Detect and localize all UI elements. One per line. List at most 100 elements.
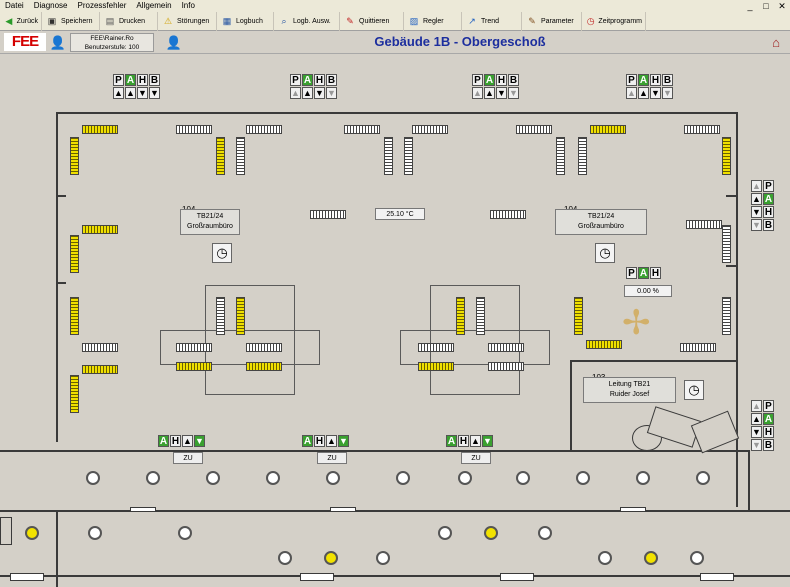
mode-p-button[interactable]: P [472,74,483,86]
mode-a-button[interactable]: A [638,267,649,279]
light-fixture[interactable] [418,343,454,352]
mode-h-button[interactable]: H [650,74,661,86]
home-icon[interactable]: ⌂ [772,35,780,50]
round-light[interactable] [326,471,340,485]
up-arrow-icon[interactable]: ▲ [484,87,495,99]
mode-a-button[interactable]: A [302,74,313,86]
blind-down-icon[interactable]: ▼ [194,435,205,447]
light-fixture[interactable] [82,125,118,134]
light-fixture[interactable] [476,297,485,335]
round-light[interactable] [438,526,452,540]
round-light[interactable] [516,471,530,485]
up-arrow-icon[interactable]: ▲ [751,180,762,192]
mode-h-button[interactable]: H [170,435,181,447]
light-fixture[interactable] [176,125,212,134]
light-fixture[interactable] [82,343,118,352]
round-light[interactable] [146,471,160,485]
mode-b-button[interactable]: B [326,74,337,86]
light-fixture[interactable] [216,297,225,335]
light-fixture[interactable] [404,137,413,175]
light-fixture[interactable] [722,137,731,175]
light-fixture[interactable] [384,137,393,175]
light-fixture[interactable] [586,340,622,349]
mode-b-button[interactable]: B [508,74,519,86]
down-arrow-icon[interactable]: ▼ [662,87,673,99]
close-button[interactable]: ✕ [778,1,786,11]
acknowledge-button[interactable]: ✎ Quittieren [340,12,404,31]
up-arrow-icon[interactable]: ▲ [626,87,637,99]
mode-h-button[interactable]: H [458,435,469,447]
mode-b-button[interactable]: B [149,74,160,86]
faults-button[interactable]: ⚠ Störungen [158,12,217,31]
down-arrow-icon[interactable]: ▼ [650,87,661,99]
round-light[interactable] [696,471,710,485]
light-fixture[interactable] [412,125,448,134]
light-fixture[interactable] [574,297,583,335]
ceiling-fan-icon[interactable]: ✢ [622,304,651,342]
mode-a-button[interactable]: A [302,435,313,447]
mode-a-button[interactable]: A [125,74,136,86]
round-light[interactable] [484,526,498,540]
round-light[interactable] [538,526,552,540]
light-fixture[interactable] [490,210,526,219]
mode-a-button[interactable]: A [446,435,457,447]
blind-up-icon[interactable]: ▲ [470,435,481,447]
round-light[interactable] [644,551,658,565]
login-user-icon[interactable]: 👤 [165,34,183,50]
menu-datei[interactable]: Datei [5,1,24,10]
room-label-104-right[interactable]: TB21/24 Großraumbüro [555,209,647,235]
mode-a-button[interactable]: A [158,435,169,447]
light-fixture[interactable] [82,365,118,374]
round-light[interactable] [206,471,220,485]
mode-b-button[interactable]: B [662,74,673,86]
down-arrow-icon[interactable]: ▼ [314,87,325,99]
room-label-103[interactable]: Leitung TB21 Ruider Josef [583,377,676,403]
down-arrow-icon[interactable]: ▼ [751,426,762,438]
up-arrow-icon[interactable]: ▲ [290,87,301,99]
mode-h-button[interactable]: H [314,435,325,447]
clock-icon[interactable]: ◷ [212,243,232,263]
mode-p-button[interactable]: P [626,74,637,86]
round-light[interactable] [396,471,410,485]
up-arrow-icon[interactable]: ▲ [751,413,762,425]
light-fixture[interactable] [176,362,212,371]
round-light[interactable] [636,471,650,485]
menu-allgemein[interactable]: Allgemein [136,1,172,10]
round-light[interactable] [86,471,100,485]
light-fixture[interactable] [310,210,346,219]
round-light[interactable] [266,471,280,485]
up-arrow-icon[interactable]: ▲ [302,87,313,99]
mode-p-button[interactable]: P [763,180,774,192]
light-fixture[interactable] [216,137,225,175]
light-fixture[interactable] [176,343,212,352]
mode-p-button[interactable]: P [290,74,301,86]
up-arrow-icon[interactable]: ▲ [638,87,649,99]
light-fixture[interactable] [684,125,720,134]
up-arrow-icon[interactable]: ▲ [113,87,124,99]
parameter-button[interactable]: ✎ Parameter [522,12,582,31]
round-light[interactable] [324,551,338,565]
light-fixture[interactable] [70,235,79,273]
round-light[interactable] [278,551,292,565]
light-fixture[interactable] [418,362,454,371]
down-arrow-icon[interactable]: ▼ [326,87,337,99]
mode-a-button[interactable]: A [638,74,649,86]
time-program-button[interactable]: ◷ Zeitprogramm [582,12,646,31]
print-button[interactable]: ▤ Drucken [100,12,158,31]
mode-a-button[interactable]: A [763,413,774,425]
down-arrow-icon[interactable]: ▼ [137,87,148,99]
light-fixture[interactable] [82,225,118,234]
maximize-button[interactable]: □ [763,1,769,11]
clock-icon[interactable]: ◷ [684,380,704,400]
round-light[interactable] [178,526,192,540]
menu-prozessfehler[interactable]: Prozessfehler [77,1,127,10]
down-arrow-icon[interactable]: ▼ [751,206,762,218]
round-light[interactable] [25,526,39,540]
light-fixture[interactable] [236,137,245,175]
clock-icon[interactable]: ◷ [595,243,615,263]
light-fixture[interactable] [246,362,282,371]
light-fixture[interactable] [488,343,524,352]
light-fixture[interactable] [516,125,552,134]
light-fixture[interactable] [456,297,465,335]
blind-up-icon[interactable]: ▲ [182,435,193,447]
